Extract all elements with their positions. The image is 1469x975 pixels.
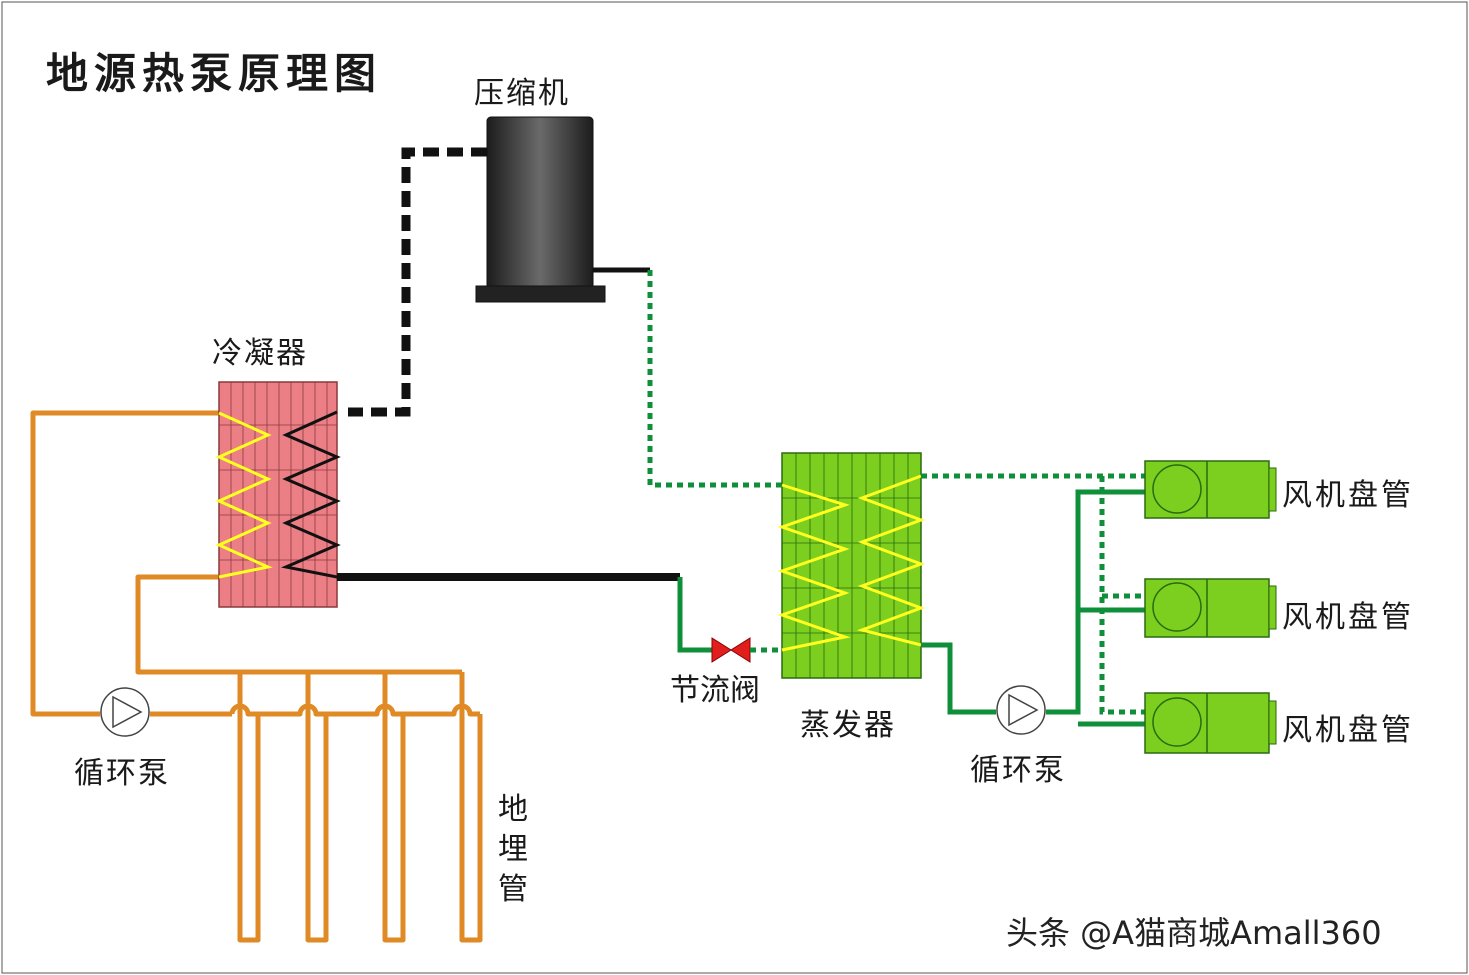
compressor-label: 压缩机 — [474, 76, 570, 111]
fan-coil-unit-2 — [1144, 578, 1277, 638]
pump-left-label: 循环泵 — [74, 756, 170, 791]
indoor-return-loop — [921, 473, 1145, 715]
evaporator-refrigerant-coil — [777, 483, 851, 652]
liquid-line-green — [677, 577, 715, 653]
watermark: 头条 @A猫商城Amall360 — [1006, 914, 1382, 952]
circulation-pump-right — [996, 685, 1046, 735]
fan-coil-1-label: 风机盘管 — [1282, 478, 1414, 513]
borehole-4 — [459, 672, 483, 943]
compressor — [475, 116, 606, 303]
borehole-1 — [237, 672, 261, 943]
fan-coil-3-label: 风机盘管 — [1282, 713, 1414, 748]
fan-coil-unit-1 — [1144, 460, 1277, 519]
diagram-title: 地源热泵原理图 — [46, 49, 383, 98]
pump-right-label: 循环泵 — [970, 753, 1066, 788]
evaporator-label: 蒸发器 — [800, 708, 896, 743]
circulation-pump-left — [100, 687, 150, 737]
condenser — [215, 381, 341, 608]
condenser-refrigerant-coil — [280, 410, 341, 579]
evaporator — [777, 452, 926, 679]
discharge-line — [348, 147, 487, 417]
throttle-valve — [711, 637, 751, 663]
evaporator-water-coil — [856, 474, 926, 647]
fan-coil-unit-3 — [1144, 692, 1277, 754]
condenser-label: 冷凝器 — [212, 336, 308, 371]
borehole-3 — [382, 672, 406, 943]
ground-pipe-label: 地埋管 — [498, 792, 528, 907]
fan-coil-2-label: 风机盘管 — [1282, 600, 1414, 635]
ground-loop — [30, 410, 483, 943]
indoor-loop — [921, 489, 1145, 727]
throttle-valve-label: 节流阀 — [670, 673, 760, 708]
borehole-2 — [305, 672, 329, 943]
condenser-water-coil — [215, 411, 273, 579]
suction-line — [647, 270, 782, 488]
